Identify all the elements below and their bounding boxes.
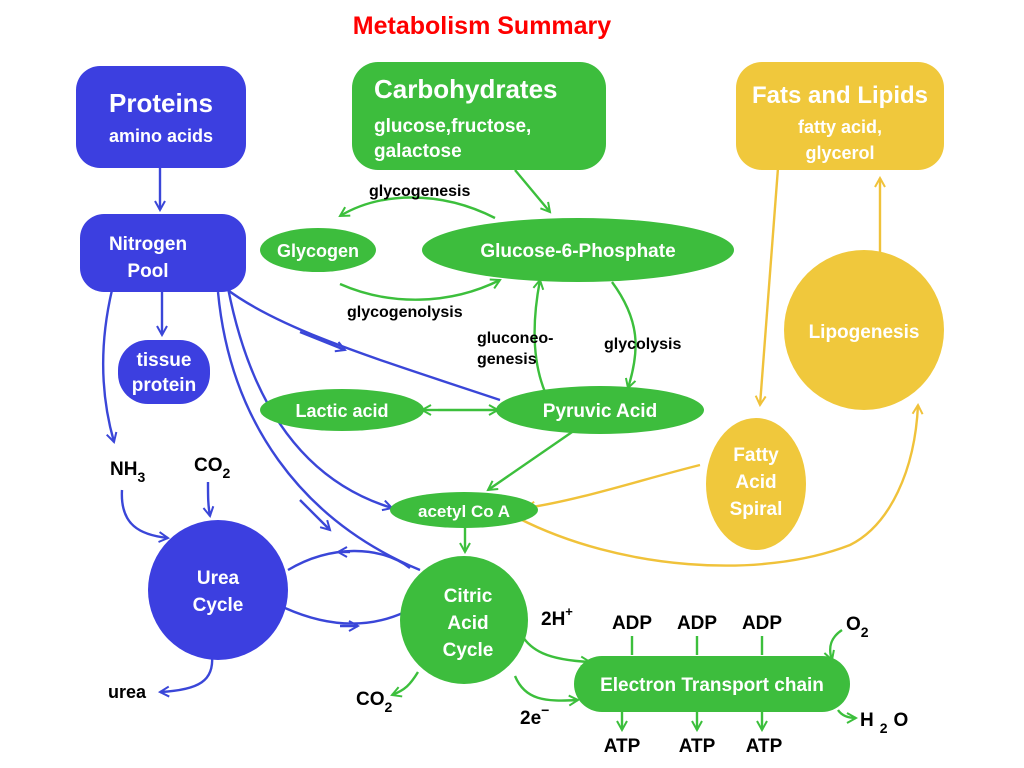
- label-2h-plus: 2H+: [541, 604, 573, 630]
- yellow-pathways: [517, 167, 918, 567]
- node-fats-and-lipids: Fats and Lipids fatty acid, glycerol: [736, 62, 944, 170]
- spiral-line3: Spiral: [730, 499, 783, 520]
- arrow-urea-cycle-to-urea: [160, 655, 214, 692]
- node-acetyl-coa: acetyl Co A: [390, 492, 538, 528]
- spiral-line2: Acid: [735, 472, 776, 493]
- arrow-glycolysis: [611, 281, 637, 388]
- proteins-subtitle: amino acids: [109, 126, 213, 146]
- node-pyruvic-acid: Pyruvic Acid: [496, 386, 704, 434]
- carbohydrates-line1: glucose,fructose,: [374, 116, 531, 137]
- label-adp-2: ADP: [677, 613, 717, 634]
- arrow-glycogenesis: [340, 196, 496, 220]
- arrow-nh3-to-urea-cycle: [120, 489, 168, 538]
- lipogenesis-label: Lipogenesis: [809, 322, 920, 343]
- line-urea-to-citric: [287, 549, 411, 572]
- label-2e-minus: 2e−: [520, 702, 549, 729]
- arrow-co2-to-urea-cycle: [208, 481, 210, 516]
- arrow-glycogenolysis: [339, 280, 500, 301]
- label-adp-1: ADP: [612, 613, 652, 634]
- carbohydrates-title: Carbohydrates: [374, 74, 558, 104]
- citric-line2: Acid: [447, 613, 488, 634]
- spiral-line1: Fatty: [733, 445, 779, 466]
- node-fatty-acid-spiral: Fatty Acid Spiral: [706, 418, 806, 550]
- nitrogen-pool-line2: Pool: [127, 261, 168, 282]
- arrowhead-nitrogen-citric: [299, 499, 330, 530]
- label-glycolysis: glycolysis: [604, 336, 681, 353]
- arrow-acetyl-to-lipogenesis: [517, 405, 918, 567]
- etc-label: Electron Transport chain: [600, 675, 824, 696]
- nitrogen-pool-line1: Nitrogen: [109, 234, 187, 255]
- tissue-protein-line1: tissue: [137, 350, 192, 371]
- node-glucose-6-phosphate: Glucose-6-Phosphate: [422, 218, 734, 282]
- arrow-2e-to-etc: [513, 675, 578, 701]
- node-glycogen: Glycogen: [260, 228, 376, 272]
- label-urea: urea: [108, 682, 147, 702]
- citric-line3: Cycle: [443, 640, 494, 661]
- fats-title: Fats and Lipids: [752, 82, 928, 109]
- carbohydrates-line2: galactose: [374, 141, 462, 162]
- arrow-citric-to-co2: [392, 671, 420, 695]
- label-gluconeogenesis-2: genesis: [477, 351, 537, 368]
- blue-pathways: [101, 168, 501, 692]
- arrow-etc-to-h2o: [837, 709, 856, 718]
- proteins-title: Proteins: [109, 88, 213, 118]
- arrow-nitrogen-to-acetyl: [226, 287, 392, 508]
- urea-cycle-line2: Cycle: [193, 595, 244, 616]
- node-electron-transport-chain: Electron Transport chain: [574, 656, 850, 712]
- label-glycogenesis: glycogenesis: [369, 183, 470, 200]
- page-title: Metabolism Summary: [353, 12, 612, 40]
- green-pathways: [339, 169, 856, 730]
- citric-line1: Citric: [444, 586, 493, 607]
- node-nitrogen-pool: Nitrogen Pool: [80, 214, 246, 292]
- line-citric-to-urea-low: [284, 606, 406, 625]
- arrow-o2-to-etc: [830, 629, 843, 660]
- fats-line2: glycerol: [805, 143, 874, 163]
- arrow-pyruvic-to-acetyl: [488, 429, 576, 490]
- g6p-label: Glucose-6-Phosphate: [480, 241, 675, 262]
- acetyl-coa-label: acetyl Co A: [418, 502, 510, 521]
- label-adp-3: ADP: [742, 613, 782, 634]
- label-o2: O2: [846, 614, 869, 640]
- arrow-fats-to-spiral: [760, 167, 780, 405]
- pyruvic-acid-label: Pyruvic Acid: [543, 401, 657, 422]
- label-glycogenolysis: glycogenolysis: [347, 304, 463, 321]
- label-gluconeogenesis-1: gluconeo-: [477, 330, 553, 347]
- node-citric-acid-cycle: Citric Acid Cycle: [400, 556, 528, 684]
- urea-cycle-line1: Urea: [197, 568, 240, 589]
- glycogen-label: Glycogen: [277, 241, 359, 261]
- label-co2-bottom: CO2: [356, 689, 393, 715]
- label-nh3: NH3: [110, 459, 145, 485]
- arrow-gluconeogenesis: [535, 280, 547, 393]
- node-lactic-acid: Lactic acid: [260, 389, 424, 431]
- label-atp-2: ATP: [679, 736, 716, 757]
- node-carbohydrates: Carbohydrates glucose,fructose, galactos…: [352, 62, 606, 170]
- arrow-2h-to-etc: [516, 627, 590, 662]
- node-urea-cycle: Urea Cycle: [148, 520, 288, 660]
- node-proteins: Proteins amino acids: [76, 66, 246, 168]
- node-tissue-protein: tissue protein: [118, 340, 210, 404]
- fats-line1: fatty acid,: [798, 117, 882, 137]
- pathway-labels: glycogenesis glycogenolysis gluconeo- ge…: [108, 183, 908, 757]
- line-nitrogen-to-citric: [216, 291, 421, 572]
- arrow-carbs-to-g6p: [514, 169, 550, 212]
- arrow-spiral-to-acetyl: [526, 463, 701, 508]
- tissue-protein-line2: protein: [132, 375, 196, 396]
- label-atp-1: ATP: [604, 736, 641, 757]
- node-lipogenesis: Lipogenesis: [784, 250, 944, 410]
- arrow-nitrogen-to-nh3: [101, 289, 114, 442]
- label-co2-top: CO2: [194, 455, 231, 481]
- lactic-acid-label: Lactic acid: [295, 401, 388, 421]
- arrowhead-nitrogen-pyruvic: [299, 330, 345, 350]
- label-atp-3: ATP: [746, 736, 783, 757]
